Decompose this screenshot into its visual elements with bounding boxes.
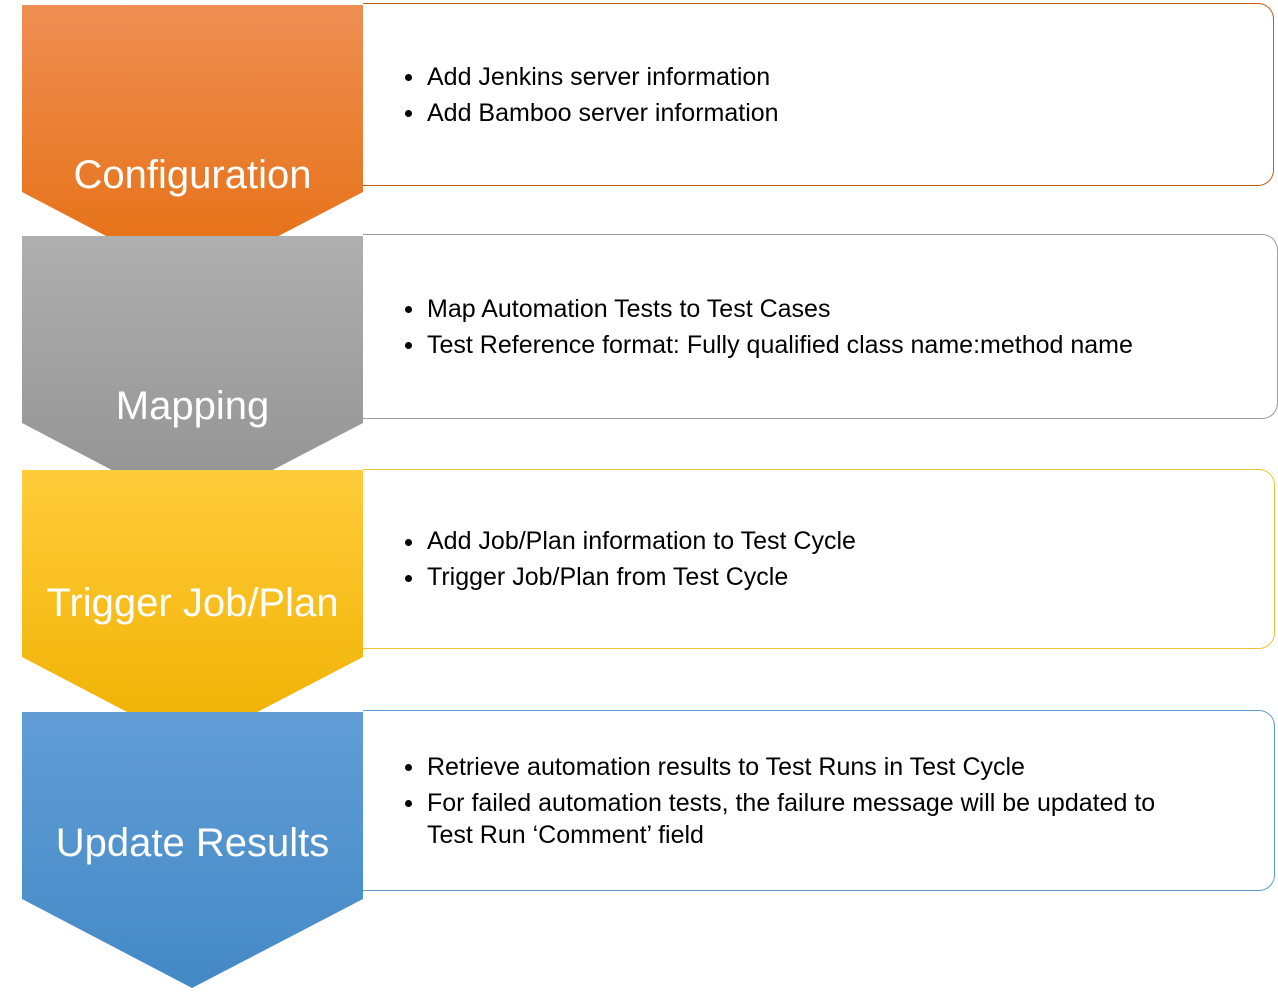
content-box-configuration: Add Jenkins server information Add Bambo… <box>363 3 1274 186</box>
bullet-item: Trigger Job/Plan from Test Cycle <box>403 561 1260 593</box>
stage-label-text: Mapping <box>115 384 270 428</box>
bullet-list-mapping: Map Automation Tests to Test Cases Test … <box>363 293 1277 361</box>
bullet-list-configuration: Add Jenkins server information Add Bambo… <box>363 61 1273 129</box>
bullet-item: Add Job/Plan information to Test Cycle <box>403 525 1260 557</box>
content-box-update-results: Retrieve automation results to Test Runs… <box>363 710 1275 891</box>
chevron-shape-mapping <box>22 236 363 512</box>
stage-label-text: Update Results <box>55 821 330 865</box>
stage-label-text: Configuration <box>73 153 312 197</box>
stage-label-text: Trigger Job/Plan <box>46 581 339 625</box>
stage-label-update-results: Update Results <box>22 823 363 863</box>
bullet-item: Test Reference format: Fully qualified c… <box>403 329 1263 361</box>
bullet-item: For failed automation tests, the failure… <box>403 787 1260 851</box>
stage-label-mapping: Mapping <box>22 386 363 426</box>
bullet-list-trigger-job-plan: Add Job/Plan information to Test Cycle T… <box>363 525 1274 593</box>
stage-label-trigger-job-plan: Trigger Job/Plan <box>22 583 363 623</box>
bullet-item: Retrieve automation results to Test Runs… <box>403 751 1260 783</box>
content-box-mapping: Map Automation Tests to Test Cases Test … <box>363 234 1278 419</box>
content-box-trigger-job-plan: Add Job/Plan information to Test Cycle T… <box>363 469 1275 649</box>
bullet-item: Add Bamboo server information <box>403 97 1259 129</box>
bullet-item: Map Automation Tests to Test Cases <box>403 293 1263 325</box>
stage-label-configuration: Configuration <box>22 155 363 195</box>
bullet-item: Add Jenkins server information <box>403 61 1259 93</box>
chevron-shape-configuration <box>22 5 363 281</box>
bullet-list-update-results: Retrieve automation results to Test Runs… <box>363 751 1274 851</box>
